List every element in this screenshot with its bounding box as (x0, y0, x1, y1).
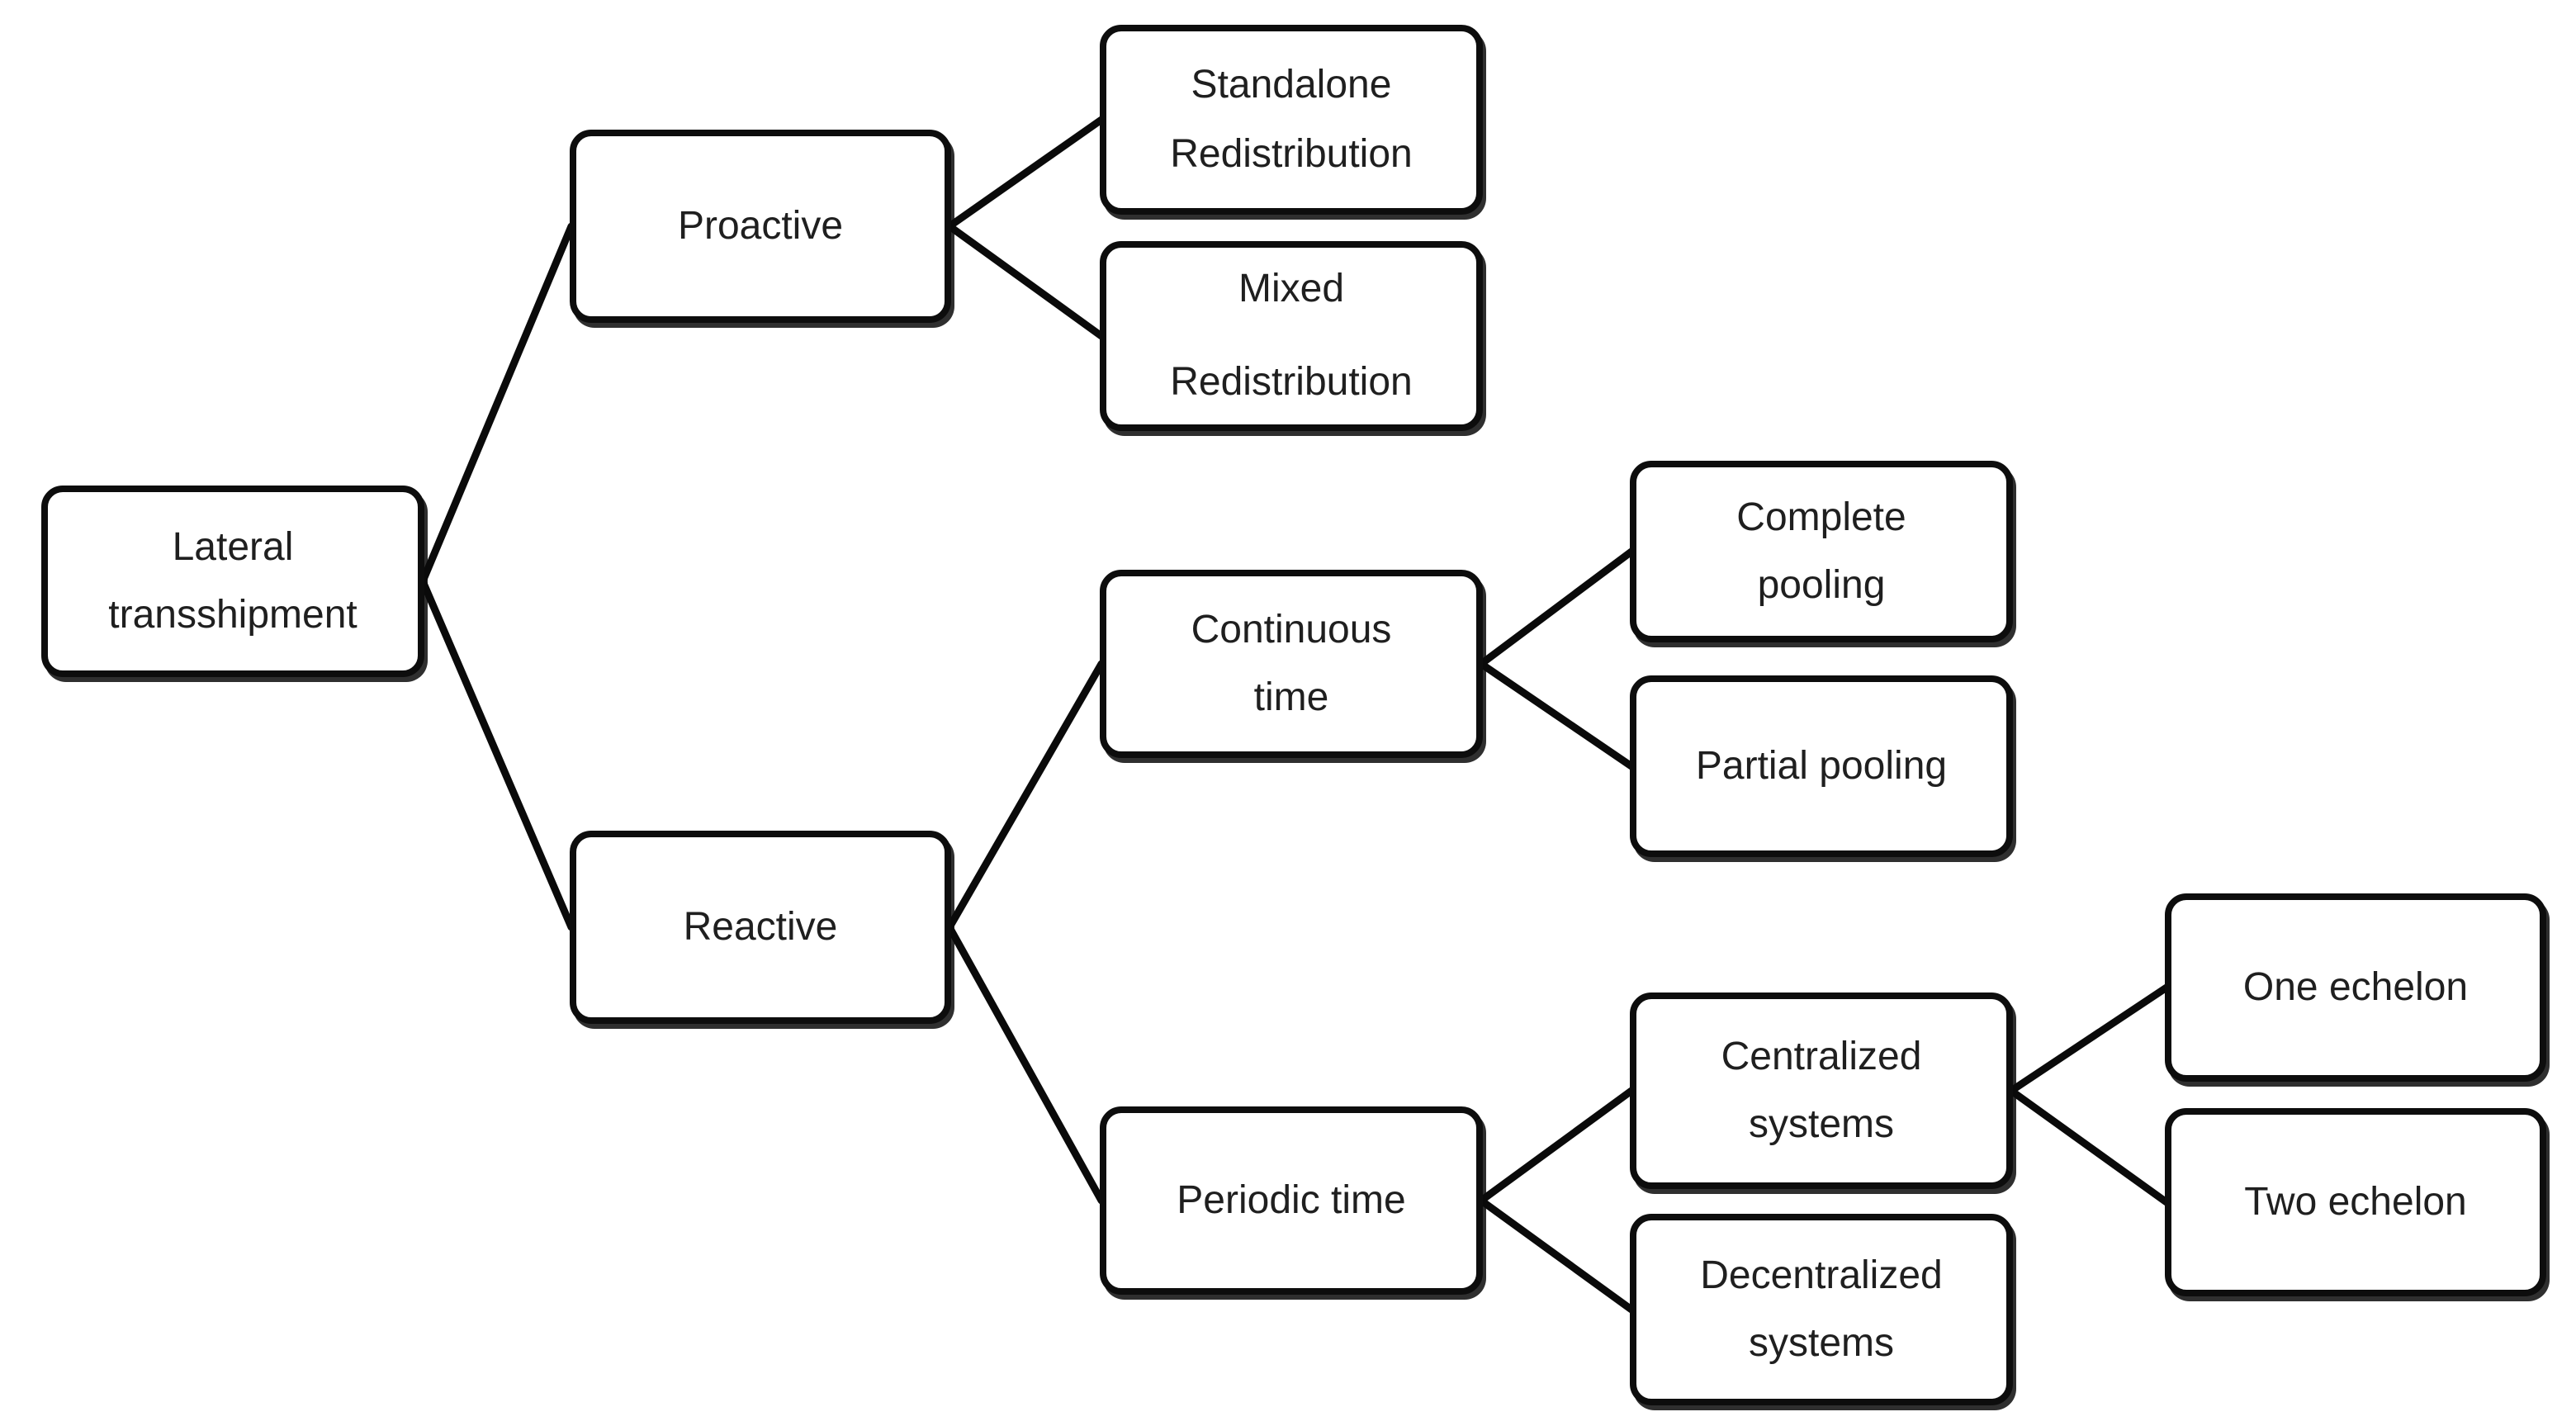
edge-reactive--periodic-time (945, 923, 1106, 1205)
node-label-line: Continuous (1191, 608, 1392, 652)
node-reactive: Reactive (570, 831, 951, 1024)
node-label-line: Mixed (1238, 267, 1345, 311)
node-label-line: Reactive (683, 905, 838, 950)
edge-continuous-time--complete-pooling (1477, 547, 1636, 668)
edge-reactive--continuous-time (945, 660, 1106, 931)
node-label-line: Two echelon (2244, 1180, 2467, 1225)
node-label-line: Centralized (1721, 1035, 1922, 1079)
node-two-echelon: Two echelon (2165, 1108, 2546, 1296)
edge-proactive--standalone-redistribution (945, 116, 1106, 230)
node-decentralized-systems: Decentralized systems (1630, 1214, 2013, 1405)
node-label-line: Redistribution (1170, 360, 1413, 404)
edge-centralized-systems--one-echelon (2007, 983, 2171, 1095)
node-proactive: Proactive (570, 130, 951, 323)
node-lateral-transshipment: Lateral transshipment (41, 486, 424, 677)
node-label-line: Proactive (677, 204, 844, 249)
node-continuous-time: Continuous time (1100, 570, 1483, 758)
node-label-line: transshipment (108, 593, 358, 637)
node-label-line: systems (1748, 1321, 1894, 1365)
node-centralized-systems: Centralized systems (1630, 993, 2013, 1189)
node-complete-pooling: Complete pooling (1630, 461, 2013, 642)
edge-periodic-time--decentralized-systems (1477, 1196, 1636, 1314)
node-label-line: Complete (1736, 495, 1906, 540)
node-label-line: One echelon (2242, 965, 2469, 1010)
edge-lateral-transshipment--reactive (419, 577, 575, 931)
node-label-line: Redistribution (1170, 132, 1413, 176)
node-label-line: time (1253, 675, 1329, 719)
node-label-line: Lateral (172, 525, 294, 570)
node-label-line: pooling (1757, 563, 1886, 607)
edge-centralized-systems--two-echelon (2007, 1087, 2171, 1206)
node-partial-pooling: Partial pooling (1630, 675, 2013, 857)
edge-lateral-transshipment--proactive (419, 222, 575, 585)
edge-continuous-time--partial-pooling (1477, 660, 1636, 770)
node-label-line: Partial pooling (1695, 744, 1948, 789)
node-one-echelon: One echelon (2165, 893, 2546, 1082)
node-label-line: Decentralized (1700, 1253, 1943, 1298)
edge-proactive--mixed-redistribution (945, 222, 1106, 340)
edge-periodic-time--centralized-systems (1477, 1087, 1636, 1205)
node-label-line: Standalone (1191, 63, 1392, 107)
node-label-line: systems (1748, 1102, 1894, 1146)
node-label-line: Periodic time (1177, 1178, 1406, 1223)
node-periodic-time: Periodic time (1100, 1106, 1483, 1295)
